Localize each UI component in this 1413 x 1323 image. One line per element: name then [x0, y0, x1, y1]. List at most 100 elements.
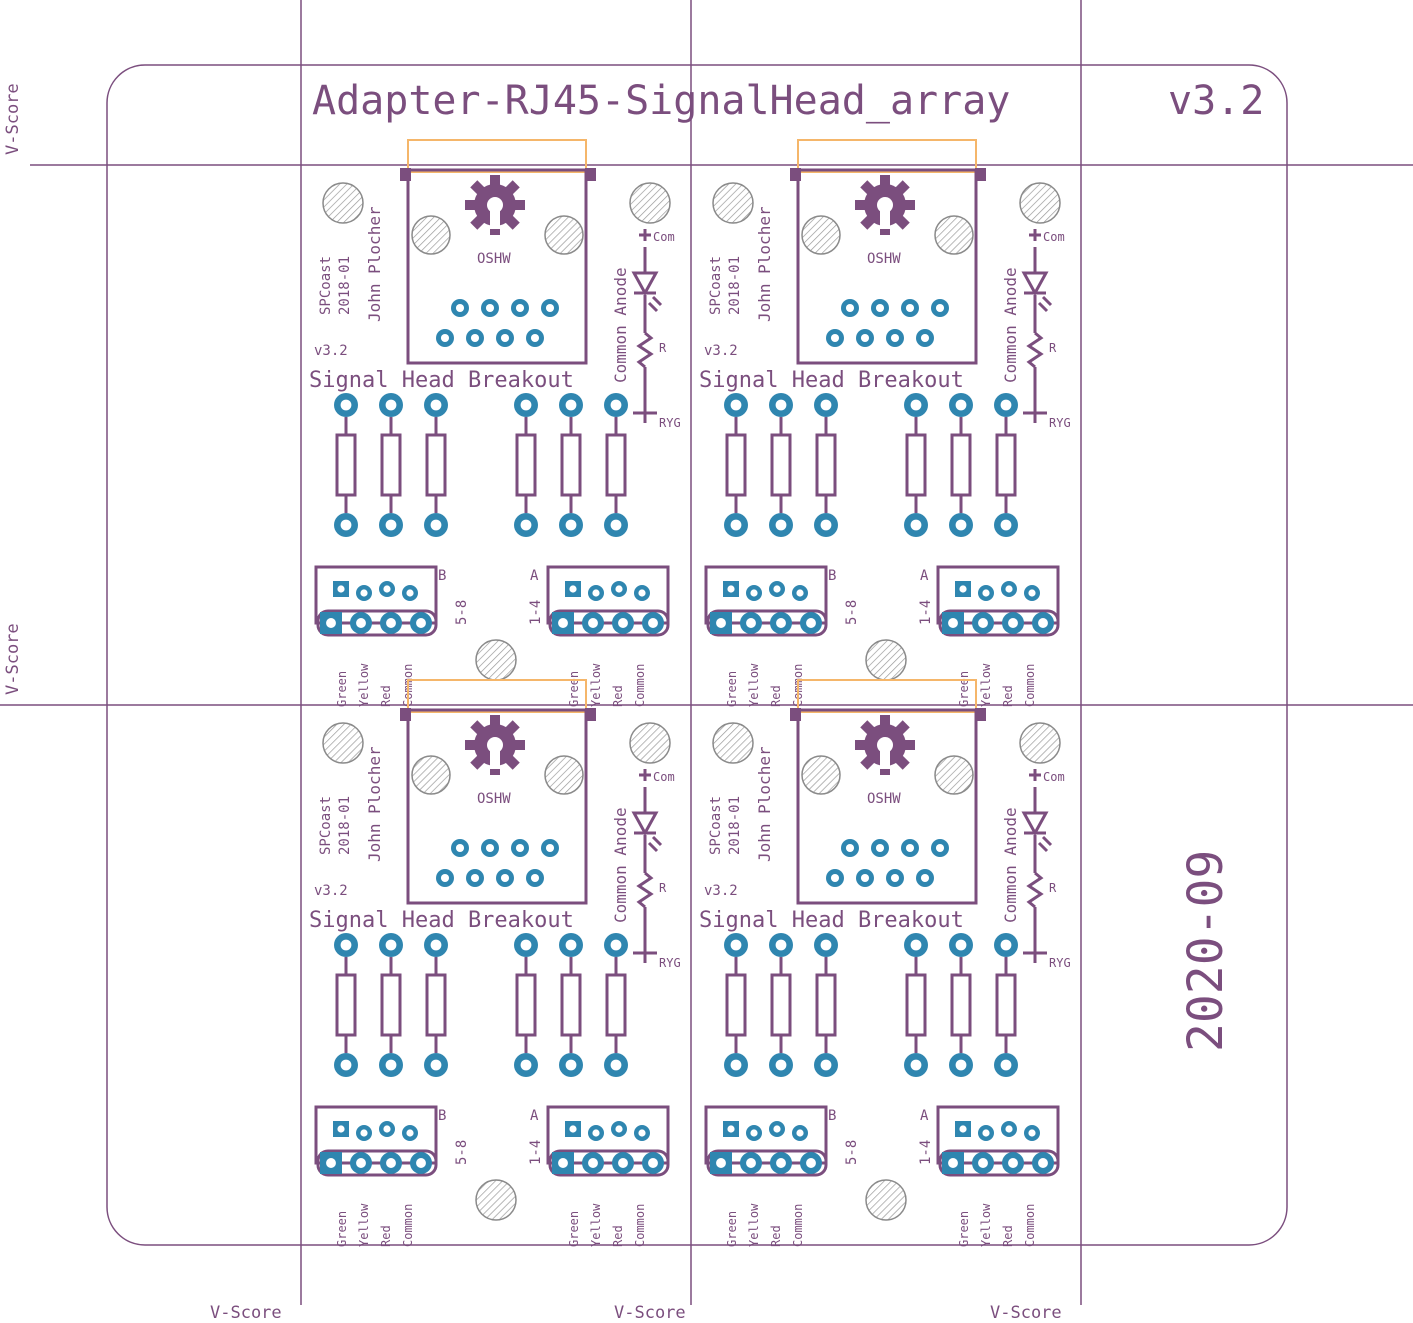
rj45-outline: [797, 139, 977, 173]
resistor-pad-bottom-3-drill: [520, 519, 532, 531]
connector-a-lower-pin-3-drill: [1038, 1158, 1048, 1168]
connector-b-upper-pin-3-drill: [796, 1129, 804, 1137]
rj45-mount-hole-left: [801, 755, 841, 795]
com-label: Com: [653, 230, 675, 244]
rj45-pin-top-3-drill: [545, 843, 555, 853]
module-heading: Signal Head Breakout: [699, 368, 964, 393]
rj45-pin-top-3-drill: [935, 843, 945, 853]
connector-a-upper-pin-0-drill: [959, 585, 967, 593]
rj45-tab-right: [585, 168, 596, 181]
rj45-mount-hole-left: [411, 215, 451, 255]
connector-a-lower-pin-0-drill: [948, 1158, 958, 1168]
ryg-label: RYG: [659, 416, 681, 430]
vscore-label-bottom-3: V-Score: [990, 1303, 1062, 1323]
rj45-pin-top-2-drill: [515, 843, 525, 853]
connector-b-upper-pin-1-drill: [750, 1129, 758, 1137]
resistor-pad-top-4-drill: [955, 399, 967, 411]
led-schematic-icon: [631, 229, 663, 423]
connector-b-upper-pin-1-drill: [360, 589, 368, 597]
rj45-mount-hole-left: [411, 755, 451, 795]
resistor-pad-bottom-0-drill: [340, 519, 352, 531]
rj45-mount-hole-right: [934, 755, 974, 795]
resistor-pad-top-3-drill: [520, 399, 532, 411]
rj45-pin-bottom-0-drill: [830, 873, 840, 883]
credit-date: 2018-01: [337, 256, 353, 315]
rj45-pin-bottom-0-drill: [440, 873, 450, 883]
resistor-pad-top-2-drill: [430, 939, 442, 951]
connector-b-label-red: Red: [379, 685, 393, 707]
mount-hole-right: [1019, 182, 1061, 224]
connector-a-lower-pin-0-drill: [948, 618, 958, 628]
connector-b-letter: B: [828, 568, 836, 584]
credit-date: 2018-01: [337, 796, 353, 855]
connector-a-upper-pin-0-drill: [569, 585, 577, 593]
mount-hole-right: [629, 182, 671, 224]
rj45-pin-top-2-drill: [905, 303, 915, 313]
connector-a-upper-pin-2-drill: [615, 585, 623, 593]
connector-a-lower-pin-3-drill: [648, 1158, 658, 1168]
rj45-tab-left: [400, 168, 411, 181]
module-version: v3.2: [704, 883, 738, 899]
rj45-pin-bottom-1-drill: [470, 873, 480, 883]
rj45-pin-top-3-drill: [935, 303, 945, 313]
connector-b-lower-pin-1-drill: [746, 618, 756, 628]
credit-date: 2018-01: [727, 256, 743, 315]
rj45-pin-bottom-0-drill: [830, 333, 840, 343]
connector-b-upper-pin-0-drill: [337, 1125, 345, 1133]
connector-a-label-common: Common: [633, 664, 647, 707]
connector-a-upper-pin-3-drill: [638, 1129, 646, 1137]
credit-author: John Plocher: [755, 746, 774, 862]
com-label: Com: [1043, 230, 1065, 244]
connector-b-upper-pin-1-drill: [750, 589, 758, 597]
resistor-pad-bottom-4-drill: [565, 1059, 577, 1071]
connector-b-label-yellow: Yellow: [357, 663, 371, 707]
resistor-pad-bottom-3-drill: [910, 1059, 922, 1071]
panel-title: Adapter-RJ45-SignalHead_array: [312, 78, 1010, 124]
connector-b-lower-pin-0-drill: [326, 618, 336, 628]
mount-hole-right: [1019, 722, 1061, 764]
connector-a-label-red: Red: [611, 1225, 625, 1247]
mount-hole-left: [712, 182, 754, 224]
rj45-jack-body: [406, 708, 588, 905]
connector-a-range: 1-4: [918, 1140, 934, 1165]
rj45-pin-top-0-drill: [455, 843, 465, 853]
connector-b-label-green: Green: [725, 671, 739, 707]
mount-hole-right: [629, 722, 671, 764]
connector-b-range: 5-8: [454, 1140, 470, 1165]
connector-a-upper-pin-0-drill: [959, 1125, 967, 1133]
connector-b-upper-pin-1-drill: [360, 1129, 368, 1137]
oshw-logo-icon: [855, 715, 915, 775]
connector-b-label-red: Red: [769, 685, 783, 707]
resistor-pad-bottom-1-drill: [385, 1059, 397, 1071]
module-heading: Signal Head Breakout: [309, 908, 574, 933]
connector-b-lower-pin-1-drill: [746, 1158, 756, 1168]
connector-a-label-red: Red: [1001, 1225, 1015, 1247]
credit-company: SPCoast: [318, 796, 334, 855]
resistor-pad-bottom-5-drill: [1000, 1059, 1012, 1071]
resistor-pad-bottom-3-drill: [910, 519, 922, 531]
vscore-label-mid: V-Score: [3, 623, 23, 695]
connector-b-upper-pin-2-drill: [383, 1125, 391, 1133]
resistor-pad-top-2-drill: [430, 399, 442, 411]
resistor-pad-bottom-1-drill: [775, 519, 787, 531]
oshw-label: OSHW: [867, 791, 901, 807]
r-label: R: [1049, 881, 1057, 895]
rj45-pin-top-3-drill: [545, 303, 555, 313]
rj45-mount-hole-left: [801, 215, 841, 255]
connector-b-range: 5-8: [844, 1140, 860, 1165]
connector-a-label-yellow: Yellow: [589, 1203, 603, 1247]
connector-b-label-green: Green: [725, 1211, 739, 1247]
connector-a-lower-pin-1-drill: [588, 618, 598, 628]
connector-b-label-red: Red: [769, 1225, 783, 1247]
rj45-tab-right: [975, 708, 986, 721]
connector-a-label-red: Red: [611, 685, 625, 707]
common-anode-label: Common Anode: [611, 267, 630, 383]
connector-a-upper-pin-0-drill: [569, 1125, 577, 1133]
rj45-tab-right: [975, 168, 986, 181]
rj45-pin-top-0-drill: [845, 843, 855, 853]
